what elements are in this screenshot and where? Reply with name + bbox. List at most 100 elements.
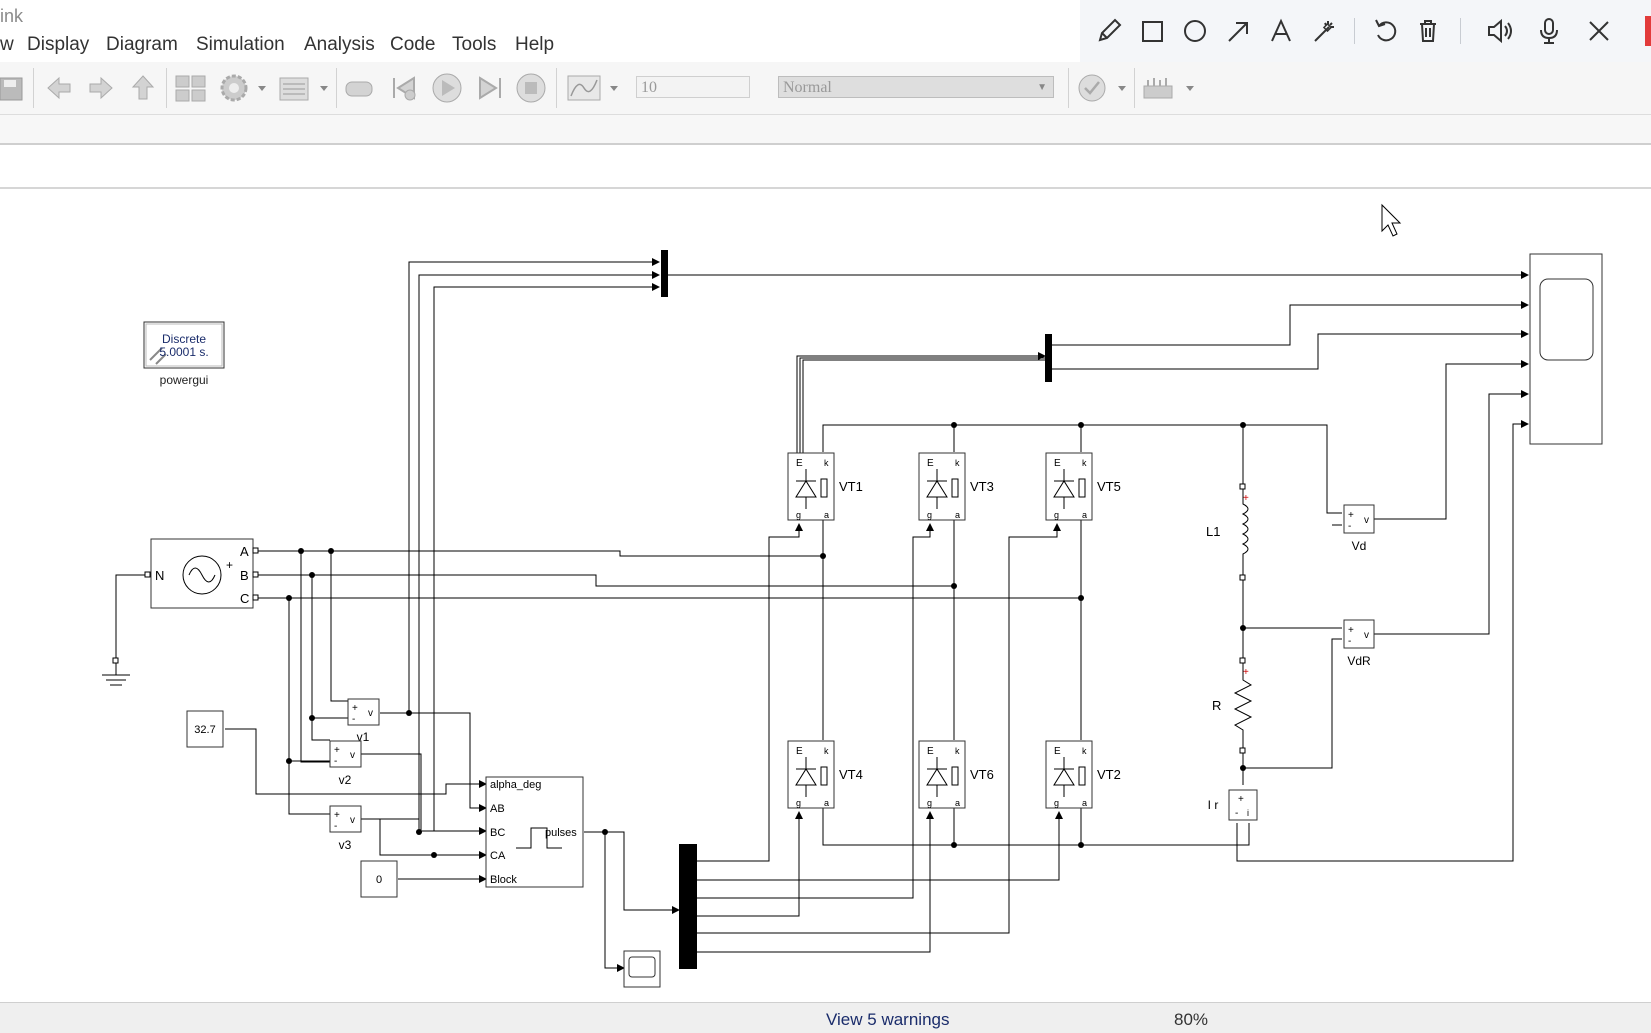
menu-display[interactable]: Display: [27, 34, 90, 55]
svg-text:AB: AB: [490, 803, 505, 815]
svg-text:+: +: [1243, 493, 1249, 504]
microphone-icon[interactable]: [1532, 14, 1566, 48]
three-phase-source-block[interactable]: + N A B C: [144, 538, 259, 609]
up-icon[interactable]: [128, 70, 158, 106]
model-explorer-icon[interactable]: [278, 70, 332, 106]
save-icon[interactable]: [0, 70, 26, 106]
svg-text:-: -: [1348, 636, 1351, 647]
svg-text:I r: I r: [1208, 798, 1219, 812]
mux-voltages[interactable]: [661, 250, 668, 297]
build-icon[interactable]: [1142, 70, 1200, 106]
svg-text:v2: v2: [339, 773, 352, 787]
menu-code[interactable]: Code: [390, 34, 436, 55]
mux-pulses[interactable]: [679, 844, 697, 969]
svg-text:pulses: pulses: [545, 827, 577, 839]
svg-text:E: E: [927, 458, 934, 469]
menu-diagram[interactable]: Diagram: [106, 34, 178, 55]
model-advisor-icon[interactable]: [1076, 70, 1132, 106]
powergui-label: powergui: [160, 373, 209, 387]
svg-text:a: a: [1082, 510, 1087, 520]
stop-icon[interactable]: [514, 70, 548, 106]
pulse-generator-block[interactable]: alpha_deg AB BC CA Block pulses: [485, 776, 584, 888]
run-icon[interactable]: [430, 70, 464, 106]
svg-text:k: k: [955, 458, 960, 468]
step-back-icon[interactable]: [388, 70, 420, 106]
svg-text:VdR: VdR: [1347, 654, 1371, 668]
svg-text:+: +: [1243, 667, 1249, 678]
trash-icon[interactable]: [1411, 14, 1445, 48]
svg-text:BC: BC: [490, 827, 505, 839]
voltmeter-v3[interactable]: +- v v3: [329, 805, 362, 852]
chevron-down-icon: ▼: [1037, 82, 1047, 93]
recording-indicator: [1645, 16, 1651, 46]
svg-text:a: a: [955, 798, 960, 808]
constant-alpha-block[interactable]: 32.7: [186, 710, 224, 748]
svg-text:a: a: [955, 510, 960, 520]
debug-icon[interactable]: [342, 70, 376, 106]
toolbar: 10 Normal▼: [0, 62, 1651, 115]
circuit-diagram: Discrete 5.0001 s. powergui + N A B C 32…: [102, 203, 1603, 988]
step-forward-icon[interactable]: [474, 70, 506, 106]
svg-text:VT2: VT2: [1097, 767, 1121, 782]
voltmeter-v1[interactable]: +- v v1: [347, 698, 380, 744]
svg-text:v: v: [368, 708, 373, 719]
svg-text:v: v: [1364, 515, 1369, 526]
constant-block-input[interactable]: 0: [360, 860, 398, 898]
pencil-icon[interactable]: [1092, 14, 1126, 48]
forward-icon[interactable]: [86, 70, 116, 106]
inductor-l1[interactable]: + L1: [1206, 483, 1249, 581]
main-scope-block[interactable]: [1529, 253, 1603, 445]
data-inspector-icon[interactable]: [566, 70, 622, 106]
svg-text:N: N: [155, 568, 164, 583]
menu-analysis[interactable]: Analysis: [304, 34, 375, 55]
svg-text:v: v: [1364, 630, 1369, 641]
library-browser-icon[interactable]: [174, 70, 208, 106]
svg-text:CA: CA: [490, 850, 506, 862]
text-icon[interactable]: [1264, 14, 1298, 48]
circle-icon[interactable]: [1178, 14, 1212, 48]
menu-simulation[interactable]: Simulation: [196, 34, 285, 55]
svg-text:-: -: [352, 714, 355, 725]
voltmeter-vd[interactable]: +- v Vd: [1343, 504, 1375, 553]
settings-gear-icon[interactable]: [218, 70, 268, 106]
mux-currents[interactable]: [1045, 334, 1052, 382]
svg-text:VT6: VT6: [970, 767, 994, 782]
svg-text:VT4: VT4: [839, 767, 863, 782]
svg-text:Vd: Vd: [1352, 539, 1367, 553]
svg-text:B: B: [240, 568, 249, 583]
voltmeter-v2[interactable]: +- v v2: [329, 740, 362, 787]
svg-text:+: +: [334, 810, 340, 821]
svg-text:+: +: [1348, 625, 1354, 636]
pulse-scope-block[interactable]: [623, 950, 661, 988]
menu-view[interactable]: w: [0, 34, 14, 55]
svg-text:v: v: [350, 815, 355, 826]
svg-text:k: k: [824, 746, 829, 756]
speaker-icon[interactable]: [1482, 14, 1516, 48]
current-meter-ir[interactable]: +-i I r: [1208, 789, 1258, 821]
arrow-icon[interactable]: [1221, 14, 1255, 48]
svg-text:-: -: [334, 756, 337, 767]
back-icon[interactable]: [44, 70, 74, 106]
simulation-mode-select[interactable]: Normal▼: [778, 76, 1054, 98]
svg-text:k: k: [1082, 458, 1087, 468]
model-canvas[interactable]: Discrete 5.0001 s. powergui + N A B C 32…: [0, 189, 1651, 1001]
svg-text:E: E: [796, 458, 803, 469]
voltmeter-vdr[interactable]: +- v VdR: [1343, 619, 1375, 668]
rectangle-icon[interactable]: [1135, 14, 1169, 48]
menu-tools[interactable]: Tools: [452, 34, 497, 55]
menu-help[interactable]: Help: [515, 34, 555, 55]
resistor-r[interactable]: + R: [1212, 657, 1253, 754]
powergui-block[interactable]: Discrete 5.0001 s. powergui: [143, 321, 225, 387]
undo-icon[interactable]: [1369, 14, 1403, 48]
warnings-link[interactable]: View 5 warnings: [826, 1010, 950, 1029]
magic-wand-icon[interactable]: [1307, 14, 1341, 48]
ground-block[interactable]: [102, 657, 130, 686]
close-icon[interactable]: [1582, 14, 1616, 48]
stop-time-field[interactable]: 10: [636, 76, 750, 98]
